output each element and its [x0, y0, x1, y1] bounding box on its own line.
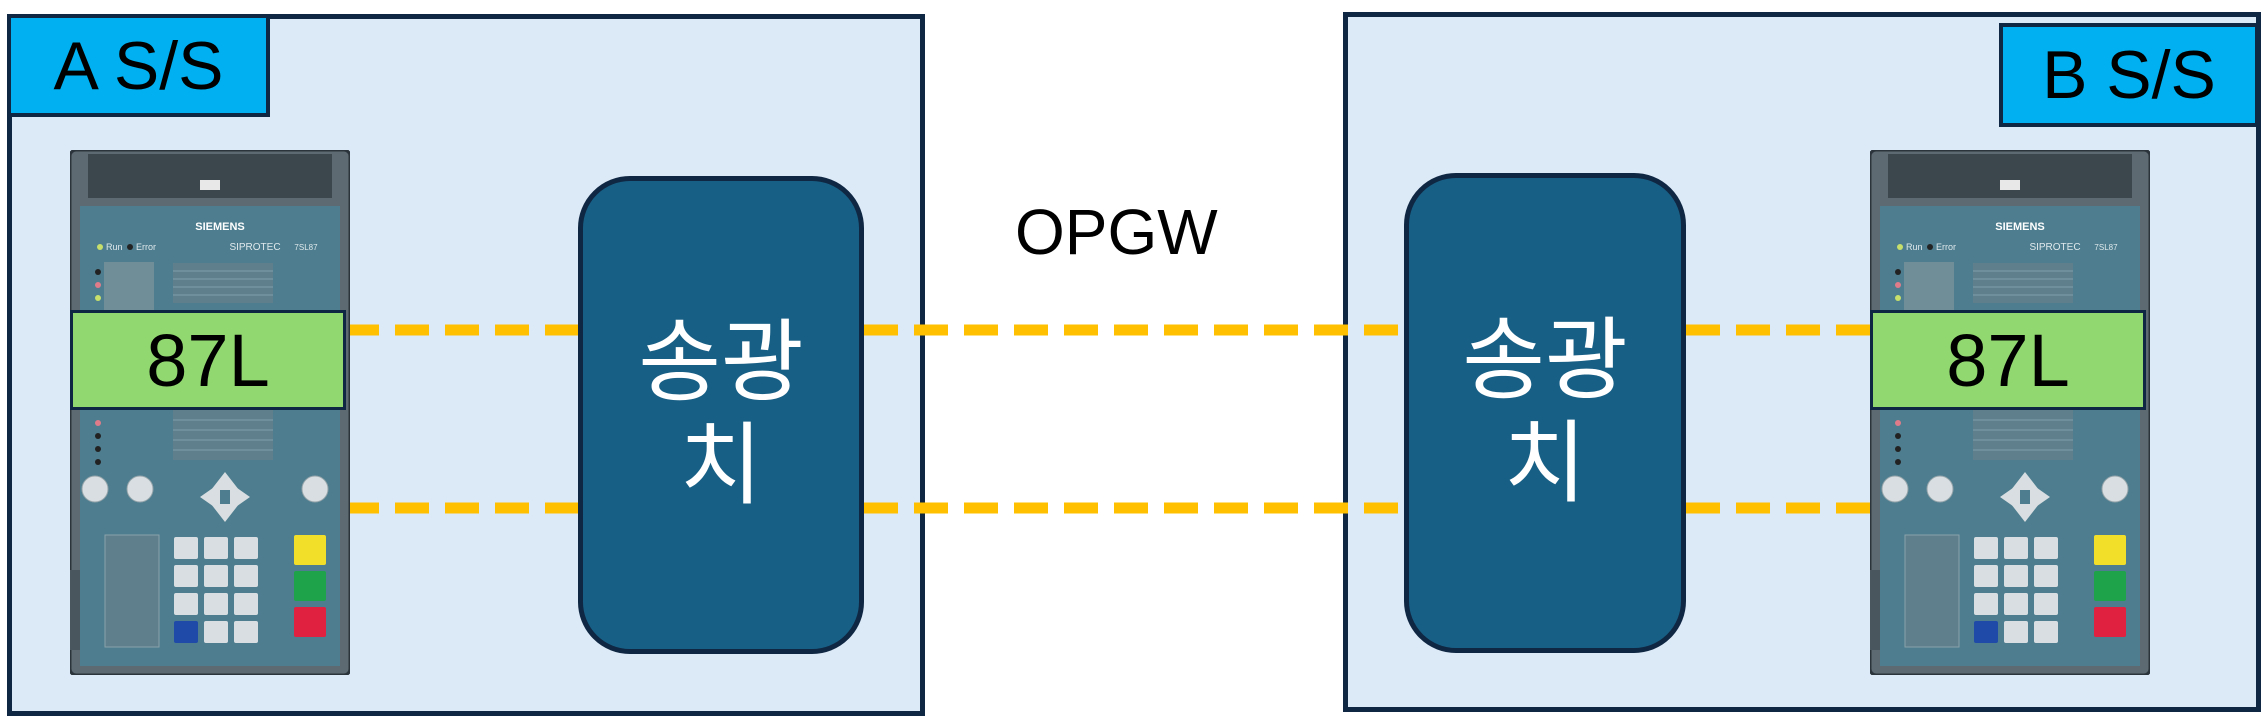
relay-a-model: SIPROTEC — [229, 242, 280, 253]
optical-terminal-b: 송광 치 — [1404, 173, 1686, 653]
relay-b-status-error: Error — [1936, 242, 1956, 252]
relay-b-tag: 87L — [1870, 310, 2146, 410]
opgw-label: OPGW — [1015, 196, 1218, 268]
relay-a-tag: 87L — [70, 310, 346, 410]
relay-device-a: SIEMENS SIPROTEC 7SL87 Run Error — [70, 150, 350, 675]
relay-b-status-run: Run — [1906, 242, 1923, 252]
relay-b-model: SIPROTEC — [2029, 242, 2080, 253]
relay-a-brand: SIEMENS — [195, 221, 245, 233]
relay-a-status-error: Error — [136, 242, 156, 252]
relay-a-status-run: Run — [106, 242, 123, 252]
optical-terminal-a-line2: 치 — [679, 416, 763, 516]
optical-terminal-b-line1: 송광 — [1462, 310, 1628, 411]
optical-terminal-b-line2: 치 — [1503, 414, 1587, 514]
station-b-label: B S/S — [1999, 23, 2259, 127]
optical-terminal-a: 송광 치 — [578, 176, 864, 654]
station-a-label: A S/S — [7, 14, 270, 117]
relay-device-b: SIEMENS SIPROTEC 7SL87 Run Error — [1870, 150, 2150, 675]
relay-a-model-code: 7SL87 — [294, 243, 318, 252]
relay-b-model-code: 7SL87 — [2094, 243, 2118, 252]
relay-b-brand: SIEMENS — [1995, 221, 2045, 233]
optical-terminal-a-line1: 송광 — [638, 312, 804, 413]
